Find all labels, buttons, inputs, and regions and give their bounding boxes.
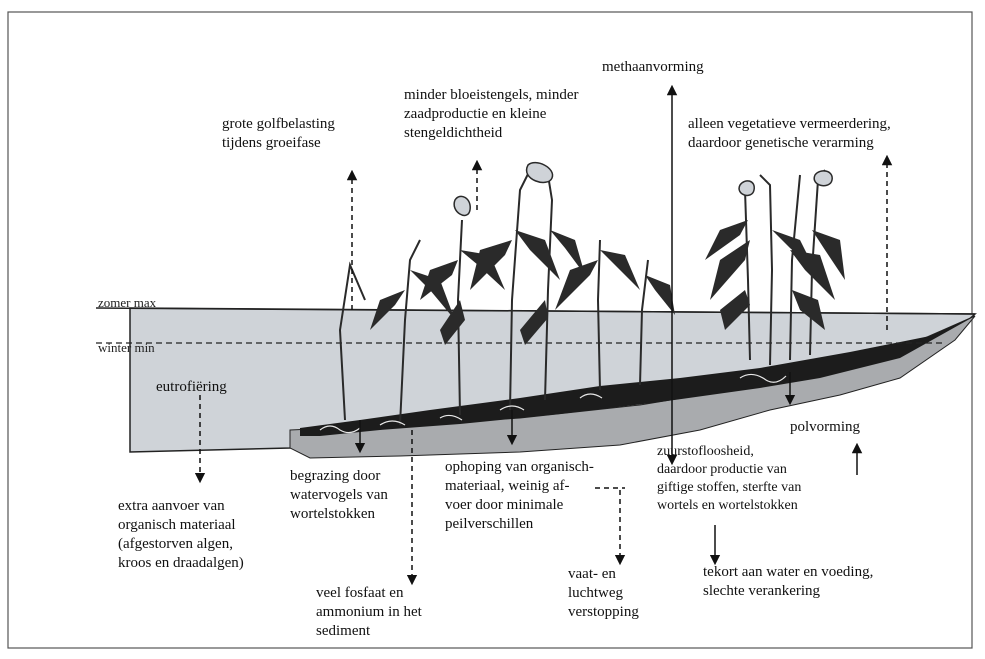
label-grazing-line: wortelstokken <box>290 505 388 524</box>
winter-level-label: winter min <box>98 338 155 357</box>
label-grazing-line: begrazing door <box>290 467 388 486</box>
label-shortage-line: slechte verankering <box>703 582 873 601</box>
reed-flower-heads-right <box>739 171 832 196</box>
label-extra-line: kroos en draadalgen) <box>118 554 244 573</box>
label-extra: extra aanvoer van organisch materiaal (a… <box>118 497 244 573</box>
label-flower-line: minder bloeistengels, minder <box>404 86 579 105</box>
label-methane-line: methaanvorming <box>602 58 704 77</box>
label-clump: polvorming <box>790 418 860 437</box>
label-vessel: vaat- en luchtweg verstopping <box>568 565 639 622</box>
label-eutro-line: eutrofiëring <box>156 378 227 397</box>
label-waves-line: grote golfbelasting <box>222 115 335 134</box>
label-accumulation: ophoping van organisch- materiaal, weini… <box>445 458 594 534</box>
label-accumulation-line: ophoping van organisch- <box>445 458 594 477</box>
label-extra-line: extra aanvoer van <box>118 497 244 516</box>
label-accumulation-line: materiaal, weinig af- <box>445 477 594 496</box>
label-clump-line: polvorming <box>790 418 860 437</box>
label-oxygen-line: wortels en wortelstokken <box>657 497 801 515</box>
label-flower: minder bloeistengels, minder zaadproduct… <box>404 86 579 143</box>
label-grazing: begrazing door watervogels van wortelsto… <box>290 467 388 524</box>
label-waves: grote golfbelasting tijdens groeifase <box>222 115 335 153</box>
label-phosphate-line: sediment <box>316 622 422 641</box>
label-vessel-line: vaat- en <box>568 565 639 584</box>
label-shortage: tekort aan water en voeding, slechte ver… <box>703 563 873 601</box>
label-methane: methaanvorming <box>602 58 704 77</box>
label-eutro: eutrofiëring <box>156 378 227 397</box>
label-oxygen-line: daardoor productie van <box>657 461 801 479</box>
label-shortage-line: tekort aan water en voeding, <box>703 563 873 582</box>
label-oxygen-line: giftige stoffen, sterfte van <box>657 479 801 497</box>
label-grazing-line: watervogels van <box>290 486 388 505</box>
label-extra-line: (afgestorven algen, <box>118 535 244 554</box>
label-accumulation-line: voer door minimale <box>445 496 594 515</box>
label-phosphate-line: veel fosfaat en <box>316 584 422 603</box>
summer-level-label: zomer max <box>98 293 156 312</box>
label-vegetative-line: daardoor genetische verarming <box>688 134 891 153</box>
label-vegetative-line: alleen vegetatieve vermeerdering, <box>688 115 891 134</box>
label-extra-line: organisch materiaal <box>118 516 244 535</box>
label-vessel-line: verstopping <box>568 603 639 622</box>
label-flower-line: stengeldichtheid <box>404 124 579 143</box>
label-phosphate: veel fosfaat en ammonium in het sediment <box>316 584 422 641</box>
label-oxygen: zuurstofloosheid, daardoor productie van… <box>657 443 801 515</box>
label-flower-line: zaadproductie en kleine <box>404 105 579 124</box>
label-vegetative: alleen vegetatieve vermeerdering, daardo… <box>688 115 891 153</box>
reed-flower-heads <box>454 163 552 216</box>
label-accumulation-line: peilverschillen <box>445 515 594 534</box>
label-oxygen-line: zuurstofloosheid, <box>657 443 801 461</box>
label-phosphate-line: ammonium in het <box>316 603 422 622</box>
label-waves-line: tijdens groeifase <box>222 134 335 153</box>
label-vessel-line: luchtweg <box>568 584 639 603</box>
